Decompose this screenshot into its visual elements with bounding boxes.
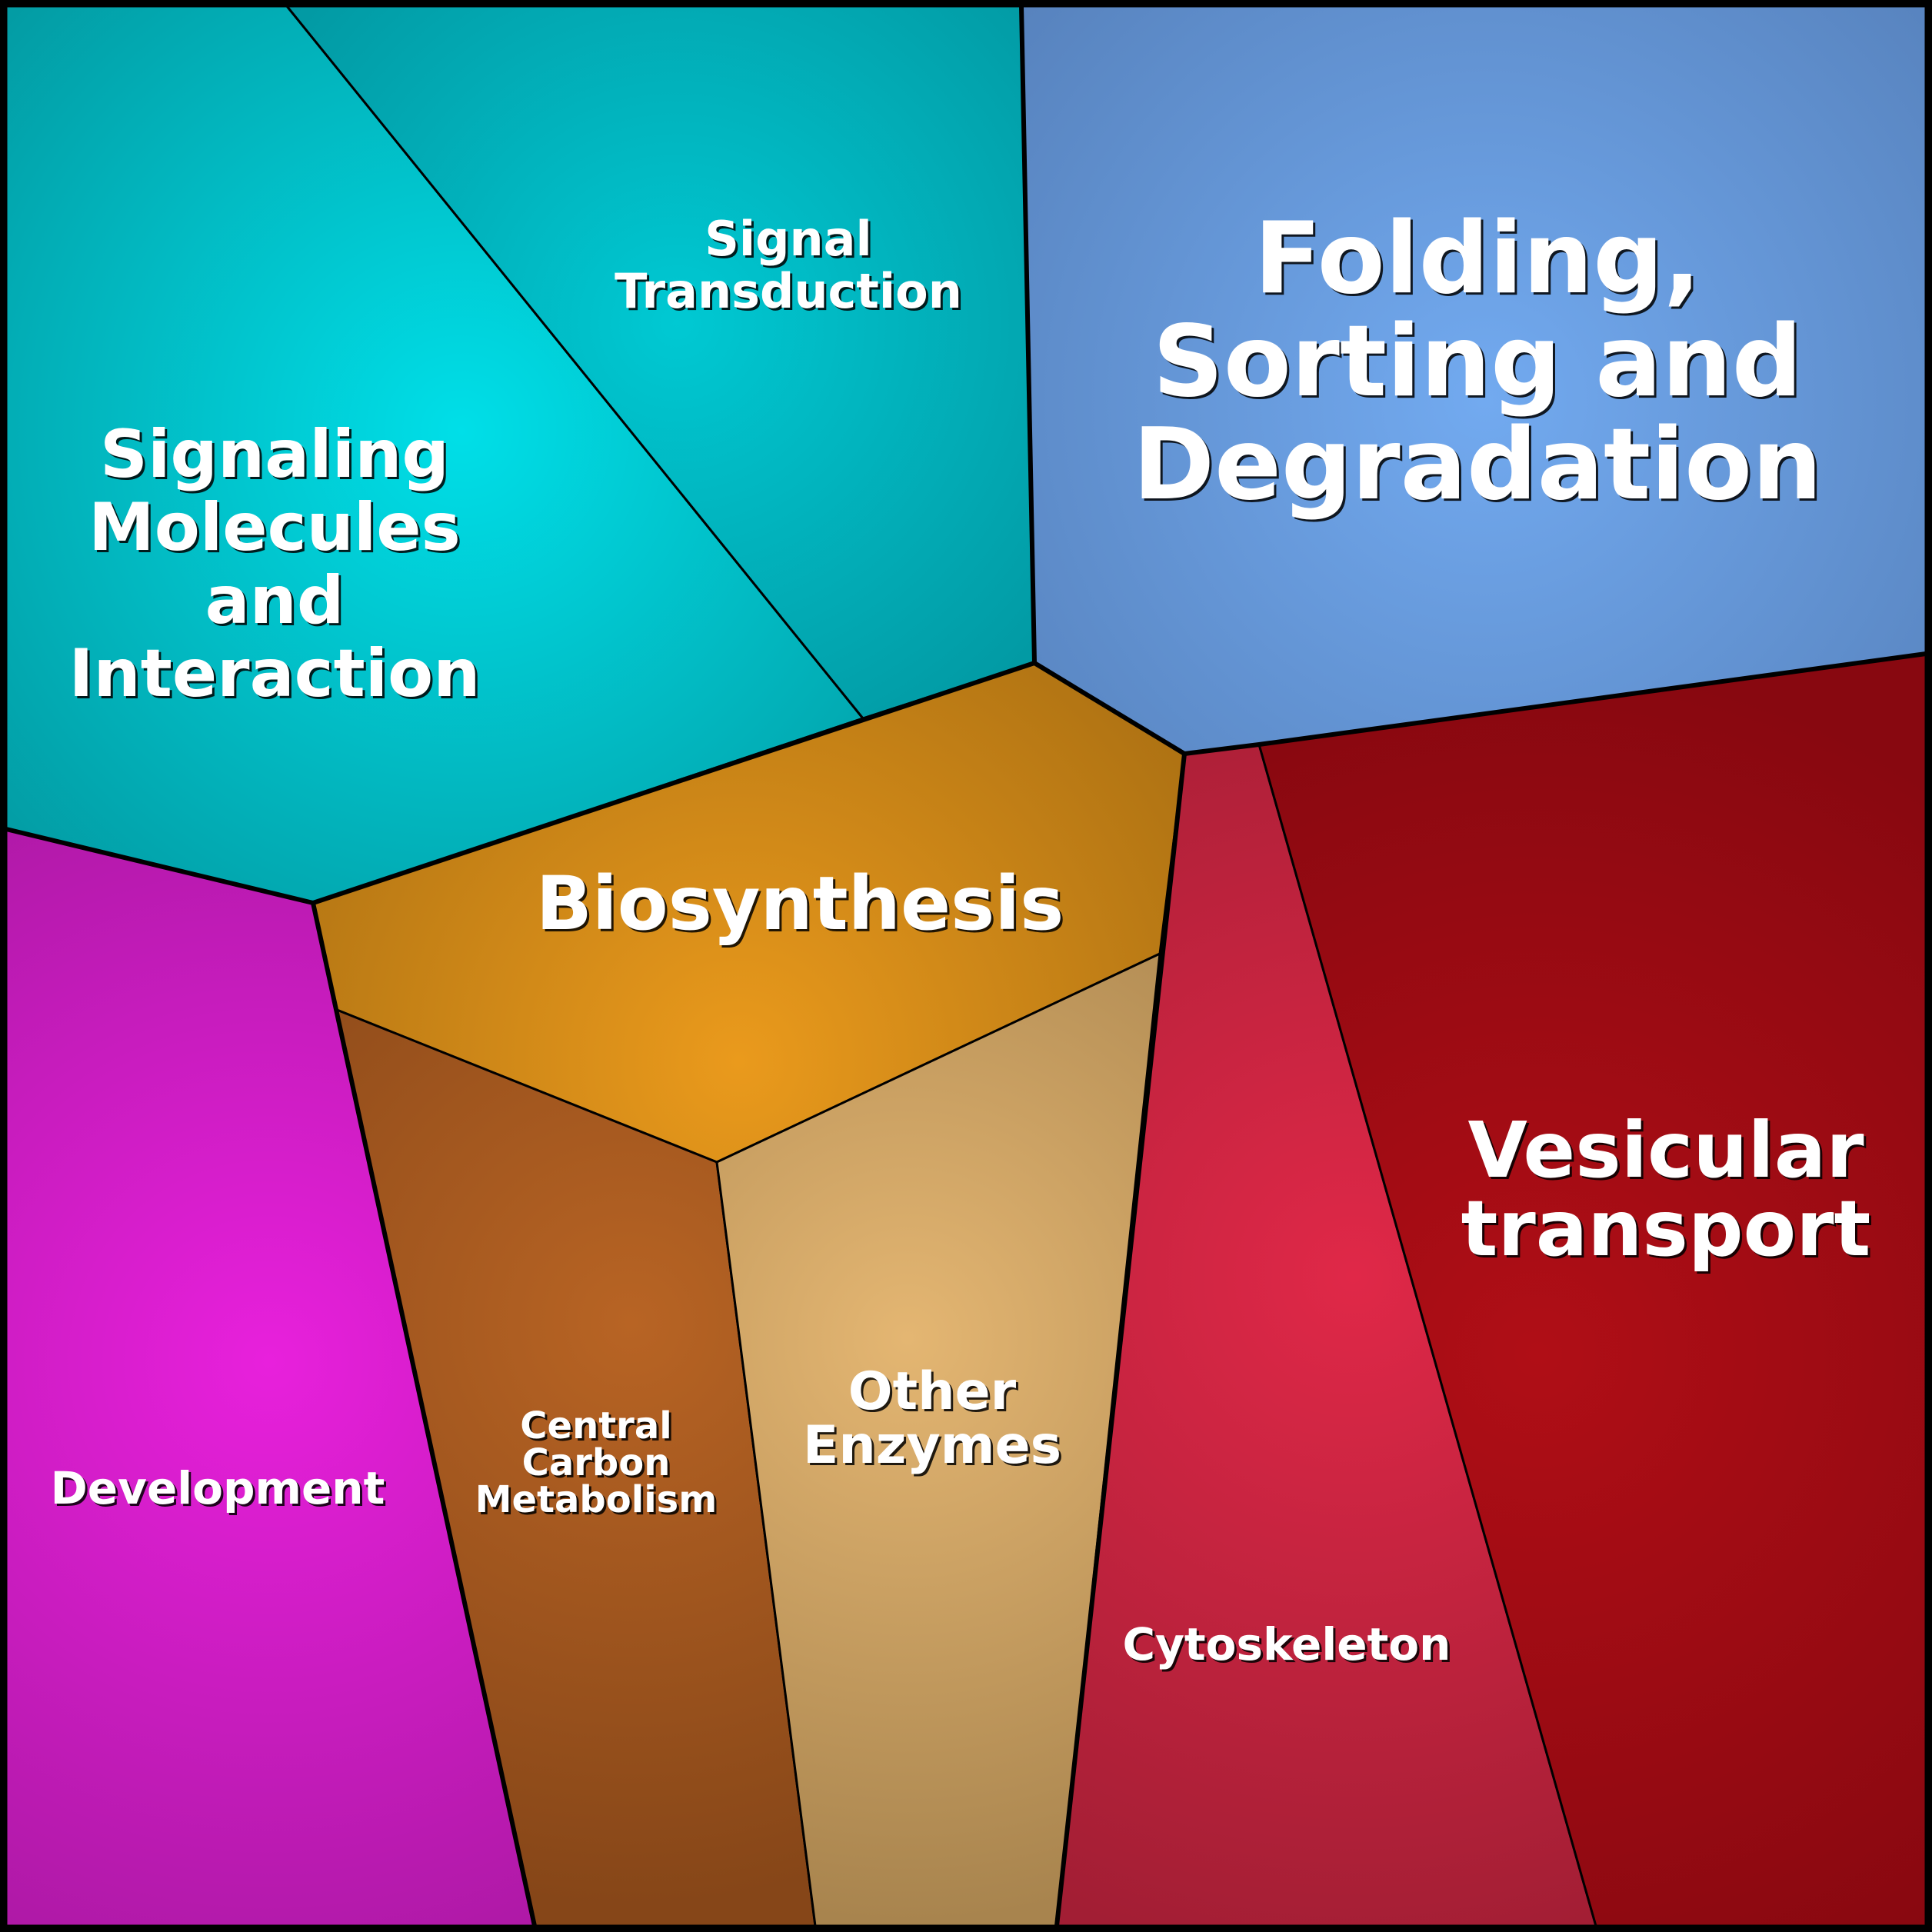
label-shadow: Enzymes bbox=[805, 1417, 1064, 1478]
label-line: Transduction bbox=[615, 263, 962, 319]
label-line: Biosynthesis bbox=[536, 861, 1064, 947]
label-shadow: and bbox=[208, 565, 347, 641]
group-boundary bbox=[1054, 753, 1187, 1927]
label-shadow: Other bbox=[851, 1364, 1019, 1424]
label-line: transport bbox=[1461, 1184, 1871, 1274]
label-shadow: Vesicular bbox=[1470, 1108, 1867, 1198]
label-shadow: Carbon bbox=[525, 1444, 673, 1487]
group-boundary bbox=[5, 651, 1927, 905]
label-line: Cytoskeleton bbox=[1123, 1618, 1451, 1671]
label-shadow: Folding, bbox=[1257, 204, 1704, 318]
label-shadow: Metabolism bbox=[478, 1481, 719, 1524]
label-line: Interaction bbox=[69, 635, 481, 712]
group-boundary bbox=[1019, 5, 1037, 664]
label-shadow: transport bbox=[1464, 1186, 1874, 1276]
label-line: Metabolism bbox=[475, 1478, 717, 1521]
label-shadow: Development bbox=[53, 1464, 388, 1517]
label-line: and bbox=[205, 562, 345, 639]
label-shadow: Biosynthesis bbox=[538, 863, 1067, 949]
label-shadow: Sorting and bbox=[1155, 307, 1805, 421]
group-boundary bbox=[311, 902, 537, 1927]
label-line: Enzymes bbox=[803, 1415, 1061, 1476]
label-shadow: Transduction bbox=[617, 265, 964, 321]
label-central-carbon: CentralCentralCarbonCarbonMetabolismMeta… bbox=[475, 1404, 719, 1524]
label-line: Degradation bbox=[1133, 408, 1822, 522]
label-shadow: Cytoskeleton bbox=[1125, 1621, 1454, 1673]
label-shadow: Interaction bbox=[72, 638, 483, 715]
label-shadow: Degradation bbox=[1135, 410, 1824, 525]
label-line: Other bbox=[848, 1361, 1017, 1422]
label-shadow: Signaling bbox=[102, 418, 451, 495]
label-line: Vesicular bbox=[1467, 1105, 1864, 1195]
label-line: Signal bbox=[705, 211, 872, 267]
cells-layer bbox=[5, 5, 1927, 1927]
label-line: Sorting and bbox=[1153, 305, 1803, 419]
label-line: Molecules bbox=[88, 489, 461, 566]
edges-layer bbox=[5, 5, 1927, 1927]
label-signaling-molecules: SignalingSignalingMoleculesMoleculesanda… bbox=[69, 416, 483, 715]
label-shadow: Signal bbox=[707, 213, 874, 269]
labels-layer: SignalingSignalingMoleculesMoleculesanda… bbox=[51, 202, 1874, 1673]
label-line: Development bbox=[51, 1462, 385, 1514]
label-line: Signaling bbox=[100, 416, 449, 493]
label-line: Carbon bbox=[522, 1441, 671, 1484]
label-shadow: Central bbox=[522, 1407, 674, 1450]
label-line: Central bbox=[520, 1404, 671, 1447]
label-shadow: Molecules bbox=[91, 491, 463, 568]
label-line: Folding, bbox=[1254, 202, 1701, 316]
